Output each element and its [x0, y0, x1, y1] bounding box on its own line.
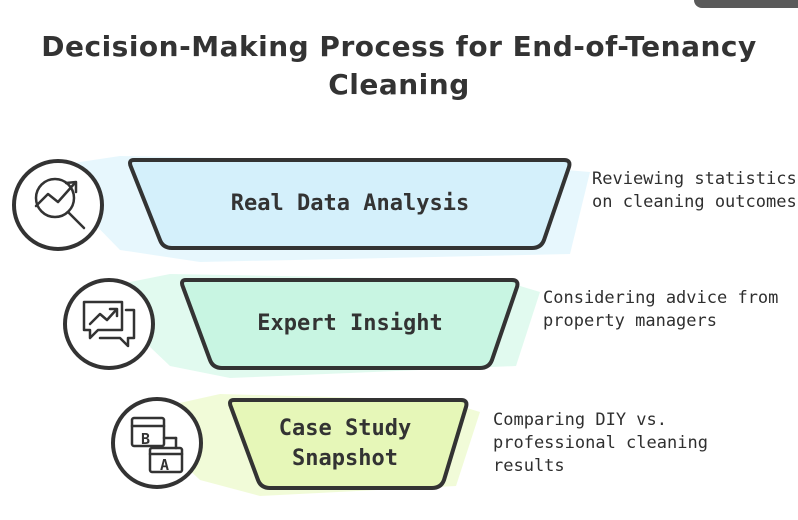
stage-3-label-line-1: Case Study	[278, 416, 412, 441]
title-line-1: Decision-Making Process for End-of-Tenan…	[41, 30, 757, 63]
stage-1-description: Reviewing statistics on cleaning outcome…	[592, 168, 797, 214]
stage-2-description-line-1: Considering advice from	[543, 288, 779, 308]
stage-1-description-line-2: on cleaning outcomes	[592, 192, 797, 212]
window-corner-tab	[694, 0, 798, 8]
stage-3-description-line-3: results	[493, 456, 565, 476]
chat-trend-icon	[82, 300, 136, 348]
stage-2-label-line-1: Expert Insight	[257, 311, 443, 336]
stage-2-icon-circle	[63, 278, 155, 370]
stage-3-icon-circle	[111, 397, 203, 489]
stage-1-label-line-1: Real Data Analysis	[230, 191, 470, 216]
stage-2-label: Expert Insight	[200, 309, 500, 339]
stage-2	[63, 274, 540, 378]
page-title: Decision-Making Process for End-of-Tenan…	[0, 28, 798, 104]
stage-3: B A	[111, 394, 480, 496]
ab-test-icon	[130, 416, 184, 474]
stage-1-label: Real Data Analysis	[150, 189, 550, 219]
stage-3-description-line-2: professional cleaning	[493, 433, 708, 453]
ab-icon-letter-a: A	[160, 456, 169, 474]
ab-icon-letter-b: B	[141, 430, 150, 448]
stage-3-description-line-1: Comparing DIY vs.	[493, 410, 667, 430]
stage-1-description-line-1: Reviewing statistics	[592, 169, 797, 189]
stage-3-funnel-shape	[228, 398, 469, 490]
magnifier-chart-icon	[34, 177, 86, 230]
stage-3-label-line-2: Snapshot	[292, 446, 398, 471]
stage-1	[12, 156, 590, 262]
title-line-2: Cleaning	[328, 68, 470, 101]
stage-2-funnel-shape	[180, 278, 520, 370]
stage-2-description: Considering advice from property manager…	[543, 287, 795, 333]
stage-3-label: Case Study Snapshot	[245, 414, 445, 474]
stage-2-description-line-2: property managers	[543, 311, 717, 331]
stage-1-funnel-shape	[128, 158, 572, 250]
stage-1-icon-circle	[12, 159, 104, 251]
stage-3-description: Comparing DIY vs. professional cleaning …	[493, 409, 793, 478]
